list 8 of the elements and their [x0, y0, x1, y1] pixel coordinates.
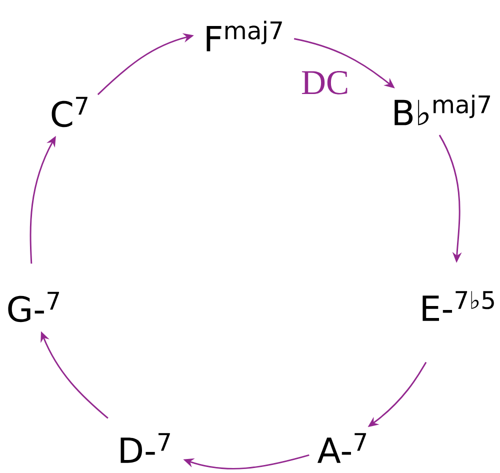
- chord-symbol: C$^{7}$: [52, 96, 88, 128]
- edge-label: DC: [300, 70, 350, 96]
- chord-symbol: F$^{maj7}$: [206, 20, 282, 52]
- chord-symbol: E-$^{7♭5}$: [422, 291, 494, 321]
- chord-symbol: D-$^{7}$: [120, 433, 170, 463]
- chord-symbol: G-$^{7}$: [8, 292, 59, 322]
- chord-symbol: B♭$^{maj7}$: [394, 94, 490, 126]
- chord-symbol: A-$^{7}$: [318, 433, 366, 463]
